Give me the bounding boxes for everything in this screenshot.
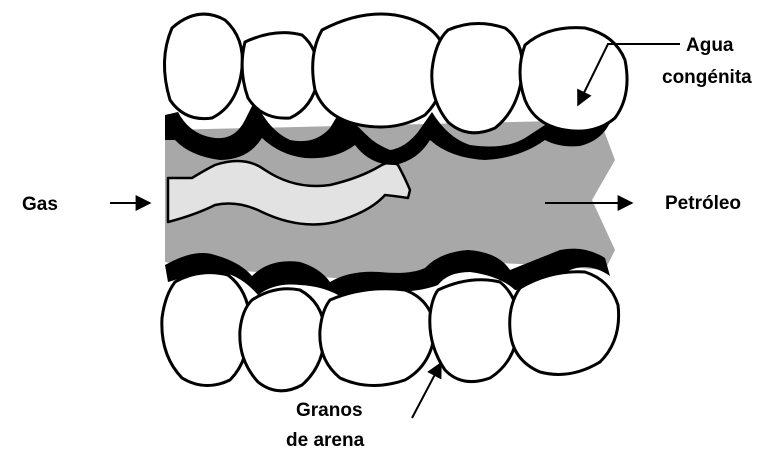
sand-grain <box>313 14 446 127</box>
sand-grain <box>510 272 619 375</box>
label-gas: Gas <box>22 194 58 215</box>
label-water-line2: congénita <box>662 67 752 88</box>
sand-grain <box>320 289 435 386</box>
sand-grain <box>430 280 518 382</box>
sand-grain <box>242 33 318 119</box>
sand-grain <box>164 14 242 119</box>
label-oil: Petróleo <box>665 193 741 214</box>
sand-grain <box>240 289 325 391</box>
label-water-line1: Agua <box>686 35 734 56</box>
sand-grain <box>162 273 250 386</box>
label-sand-line1: Granos <box>296 400 363 421</box>
sand-grain <box>432 23 523 132</box>
label-sand-line2: de arena <box>286 430 365 451</box>
